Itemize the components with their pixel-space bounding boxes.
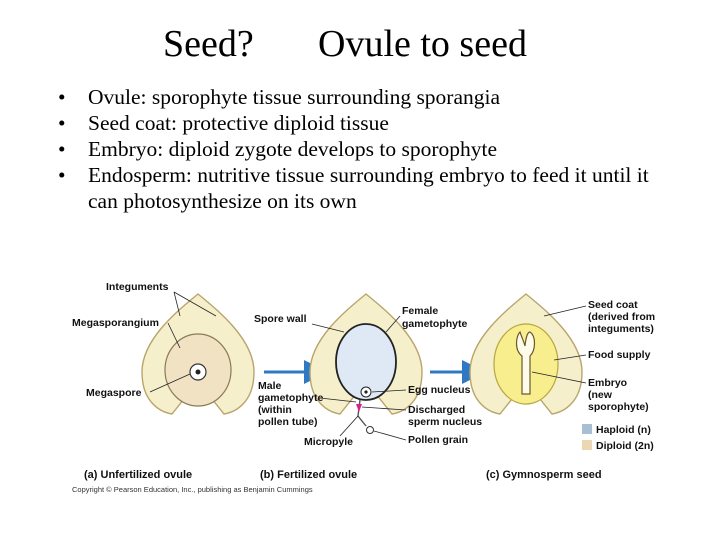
bullet-item: • Endosperm: nutritive tissue surrounding… (58, 162, 678, 214)
leader-line (339, 415, 359, 437)
female-gametophyte-shape (335, 323, 397, 401)
label-egg-nucleus: Egg nucleus (408, 384, 471, 396)
panel-b-ovule (309, 293, 423, 434)
title-seed: Seed? (163, 23, 254, 65)
ovule-to-seed-diagram: Integuments Megasporangium Megaspore Spo… (72, 281, 655, 494)
bullet-text: Endosperm: nutritive tissue surrounding … (88, 163, 649, 213)
leader-line (173, 291, 217, 317)
slide-title: Seed? Ovule to seed (0, 22, 720, 70)
bullet-text: Embryo: diploid zygote develops to sporo… (88, 137, 498, 161)
leader-line (373, 430, 407, 441)
pollen-grain-shape (366, 426, 374, 434)
pollen-tube (357, 399, 367, 427)
egg-nucleus-dot (364, 390, 368, 394)
diploid-swatch (582, 440, 592, 450)
megaspore-nucleus (195, 369, 201, 375)
label-seed-coat-1: Seed coat (588, 299, 638, 311)
label-megasporangium: Megasporangium (72, 317, 159, 329)
leader-line (371, 389, 407, 393)
sperm-nucleus-shape (356, 404, 362, 412)
label-seed-coat-3: integuments) (588, 323, 654, 335)
leader-line (167, 322, 181, 349)
leader-line (149, 373, 191, 393)
caption-gymnosperm-seed: (c) Gymnosperm seed (486, 469, 602, 481)
haploid-swatch (582, 424, 592, 434)
label-discharged-2: sperm nucleus (408, 416, 482, 428)
leader-line (553, 354, 587, 361)
label-micropyle: Micropyle (304, 436, 353, 448)
bullet-item: • Seed coat: protective diploid tissue (58, 110, 678, 136)
leader-line (543, 305, 587, 317)
bullet-dot: • (58, 137, 66, 161)
bullet-text: Seed coat: protective diploid tissue (88, 111, 389, 135)
bullet-dot: • (58, 111, 66, 135)
leader-line (361, 406, 407, 411)
caption-fertilized-ovule: (b) Fertilized ovule (260, 469, 357, 481)
caption-unfertilized-ovule: (a) Unfertilized ovule (84, 469, 192, 481)
leader-line (319, 397, 357, 403)
label-food-supply: Food supply (588, 349, 651, 361)
leader-line (385, 315, 401, 333)
leader-line (531, 371, 587, 384)
label-embryo-1: Embryo (588, 377, 627, 389)
panel-a-ovule (141, 293, 255, 415)
legend-diploid: Diploid (2n) (596, 440, 654, 452)
label-female-gametophyte-2: gametophyte (402, 318, 468, 330)
label-integuments: Integuments (106, 281, 169, 293)
bullet-text: Ovule: sporophyte tissue surrounding spo… (88, 85, 501, 109)
label-seed-coat-2: (derived from (588, 311, 655, 323)
label-embryo-3: sporophyte) (588, 401, 649, 413)
embryo-shape (515, 330, 536, 395)
leader-line (311, 323, 345, 333)
bullet-dot: • (58, 85, 66, 109)
label-embryo-2: (new (588, 389, 613, 401)
leader-line (173, 291, 181, 317)
label-male-gametophyte-2: gametophyte (258, 392, 324, 404)
bullet-list: • Ovule: sporophyte tissue surrounding sp… (58, 84, 678, 214)
title-ovule-to-seed: Ovule to seed (318, 23, 527, 65)
label-male-gametophyte-1: Male (258, 380, 282, 392)
panel-c-seed (469, 293, 583, 415)
label-discharged-1: Discharged (408, 404, 465, 416)
bullet-item: • Embryo: diploid zygote develops to spor… (58, 136, 678, 162)
label-spore-wall: Spore wall (254, 313, 307, 325)
label-pollen-grain: Pollen grain (408, 434, 468, 446)
legend: Haploid (n) Diploid (2n) (582, 424, 654, 452)
copyright-notice: Copyright © Pearson Education, Inc., pub… (72, 485, 313, 494)
bullet-item: • Ovule: sporophyte tissue surrounding sp… (58, 84, 678, 110)
label-male-gametophyte-3: (within (258, 404, 292, 416)
label-megaspore: Megaspore (86, 387, 142, 399)
label-male-gametophyte-4: pollen tube) (258, 416, 318, 428)
bullet-dot: • (58, 163, 66, 187)
label-female-gametophyte-1: Female (402, 305, 438, 317)
legend-haploid: Haploid (n) (596, 424, 651, 436)
